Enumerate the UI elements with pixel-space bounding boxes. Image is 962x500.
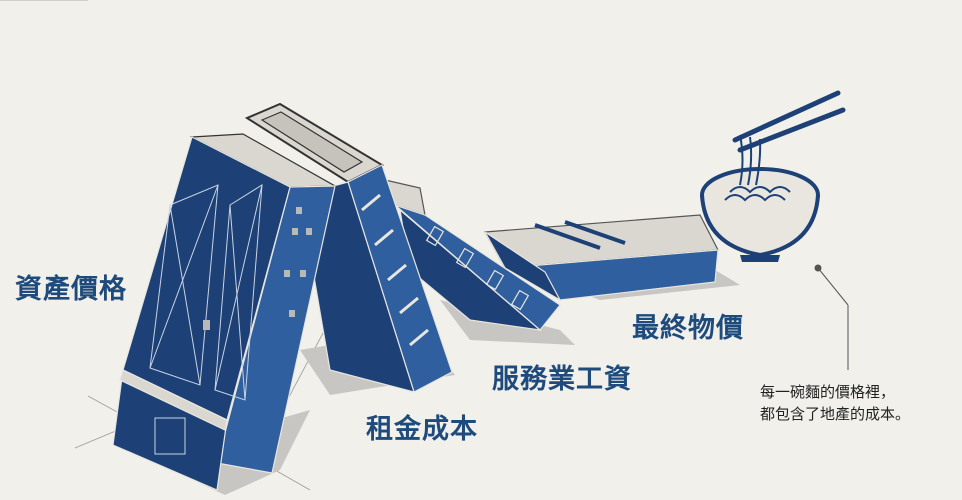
building-asset-price <box>112 133 338 491</box>
label-rent-cost: 租金成本 <box>366 414 478 445</box>
annotation-leader <box>814 264 849 370</box>
label-asset-price: 資產價格 <box>15 274 127 305</box>
noodle-bowl-icon <box>700 90 846 262</box>
label-final-prices: 最終物價 <box>632 313 744 344</box>
chopsticks-icon <box>732 90 846 153</box>
annotation-line-2: 都包含了地產的成本。 <box>760 405 911 423</box>
building-rent-cost <box>244 102 453 393</box>
building-service-wages <box>384 179 561 331</box>
building-final-prices <box>484 214 719 302</box>
label-service-wages: 服務業工資 <box>492 364 632 395</box>
annotation-line-1: 每一碗麵的價格裡， <box>760 383 896 401</box>
annotation-text: 每一碗麵的價格裡， 都包含了地產的成本。 <box>760 381 910 425</box>
